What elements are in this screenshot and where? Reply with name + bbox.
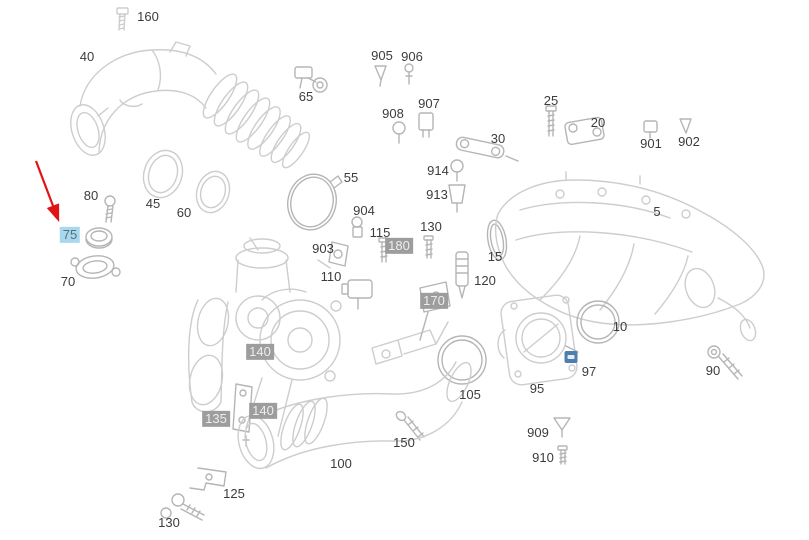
part-label-908[interactable]: 908 <box>382 105 404 121</box>
part-label-904[interactable]: 904 <box>353 202 375 218</box>
part-label-910[interactable]: 910 <box>532 449 554 465</box>
part-label-105[interactable]: 105 <box>459 386 481 402</box>
part-label-95[interactable]: 95 <box>529 380 545 396</box>
part-label-140-bottom[interactable]: 140 <box>249 402 277 420</box>
part-label-160[interactable]: 160 <box>137 8 159 24</box>
part-label-909[interactable]: 909 <box>527 424 549 440</box>
part-label-45[interactable]: 45 <box>145 195 161 211</box>
part-label-140-mid[interactable]: 140 <box>246 343 274 361</box>
part-label-90[interactable]: 90 <box>705 362 721 378</box>
part-label-110[interactable]: 110 <box>320 268 342 284</box>
part-label-80[interactable]: 80 <box>83 187 99 203</box>
part-label-5[interactable]: 5 <box>653 203 661 219</box>
part-label-125[interactable]: 125 <box>223 485 245 501</box>
part-label-130-bottom[interactable]: 130 <box>158 514 180 530</box>
part-label-180[interactable]: 180 <box>385 237 413 255</box>
part-label-15[interactable]: 15 <box>487 248 503 264</box>
part-label-20[interactable]: 20 <box>590 114 606 130</box>
part-label-55[interactable]: 55 <box>343 169 359 185</box>
part-label-906[interactable]: 906 <box>401 48 423 64</box>
part-label-913[interactable]: 913 <box>426 186 448 202</box>
part-label-150[interactable]: 150 <box>393 434 415 450</box>
part-label-70[interactable]: 70 <box>60 273 76 289</box>
part-label-907[interactable]: 907 <box>418 95 440 111</box>
part-label-120[interactable]: 120 <box>474 272 496 288</box>
part-label-65[interactable]: 65 <box>298 88 314 104</box>
part-label-135[interactable]: 135 <box>202 410 230 428</box>
part-label-170[interactable]: 170 <box>420 292 448 310</box>
part-label-914[interactable]: 914 <box>427 162 449 178</box>
part-label-25[interactable]: 25 <box>543 92 559 108</box>
part-label-130-top[interactable]: 130 <box>420 218 442 234</box>
part-label-901[interactable]: 901 <box>640 135 662 151</box>
part-label-115[interactable]: 115 <box>369 224 391 240</box>
part-label-75[interactable]: 75 <box>59 226 81 244</box>
part-label-60[interactable]: 60 <box>176 204 192 220</box>
part-label-10[interactable]: 10 <box>612 318 628 334</box>
part-label-100[interactable]: 100 <box>330 455 352 471</box>
part-label-97[interactable]: 97 <box>581 363 597 379</box>
part-label-30[interactable]: 30 <box>490 130 506 146</box>
part-label-40[interactable]: 40 <box>79 48 95 64</box>
part-label-903[interactable]: 903 <box>312 240 334 256</box>
callout-icon[interactable] <box>564 351 578 363</box>
part-label-902[interactable]: 902 <box>678 133 700 149</box>
part-label-905[interactable]: 905 <box>371 47 393 63</box>
